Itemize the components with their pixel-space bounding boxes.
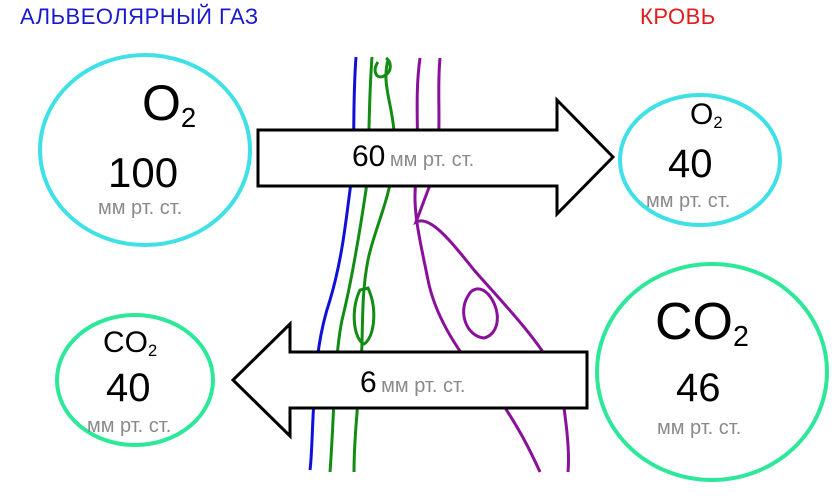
o2-gradient-value: 60: [352, 140, 386, 173]
blood-o2-value: 40: [668, 142, 713, 186]
alveolar-co2-symbol: CO2: [103, 326, 158, 361]
o2-gradient-label: 60 мм рт. ст.: [352, 142, 474, 172]
membrane-line-green-leaf: [352, 286, 376, 346]
co2-gradient-label: 6 мм рт. ст.: [360, 368, 465, 398]
co2-diffusion-arrow: [230, 320, 589, 440]
alveolar-o2-symbol: O2: [142, 75, 197, 133]
blood-co2-circle: [595, 262, 829, 482]
co2-gradient-value: 6: [360, 366, 377, 399]
membrane-line-purple-loop: [462, 287, 499, 340]
blood-o2-unit: мм рт. ст.: [646, 190, 731, 212]
blood-header: КРОВЬ: [640, 4, 716, 29]
blood-co2-symbol: CO2: [655, 293, 749, 354]
alveolar-co2-value: 40: [106, 366, 151, 410]
alveolar-co2-unit: мм рт. ст.: [87, 415, 172, 437]
alveolar-o2-circle: [38, 53, 252, 247]
membrane-line-purple-left: [413, 57, 542, 473]
membrane-line-purple-right: [413, 57, 571, 473]
alveolar-o2-value: 100: [108, 149, 179, 196]
membrane-line-green-inner: [352, 59, 397, 473]
membrane-line-green-loop: [373, 56, 392, 79]
o2-diffusion-arrow: [256, 96, 616, 218]
blood-co2-unit: мм рт. ст.: [657, 417, 742, 439]
alveolar-gas-header: АЛЬВЕОЛЯРНЫЙ ГАЗ: [20, 4, 259, 29]
blood-o2-symbol: O2: [690, 98, 723, 133]
blood-co2-value: 46: [676, 366, 721, 410]
alveolar-co2-circle: [55, 313, 215, 447]
co2-gradient-unit: мм рт. ст.: [381, 375, 466, 397]
o2-gradient-unit: мм рт. ст.: [389, 149, 475, 171]
blood-o2-circle: [618, 93, 782, 227]
membrane-lines: [308, 56, 571, 473]
alveolar-o2-unit: мм рт. ст.: [98, 197, 183, 219]
